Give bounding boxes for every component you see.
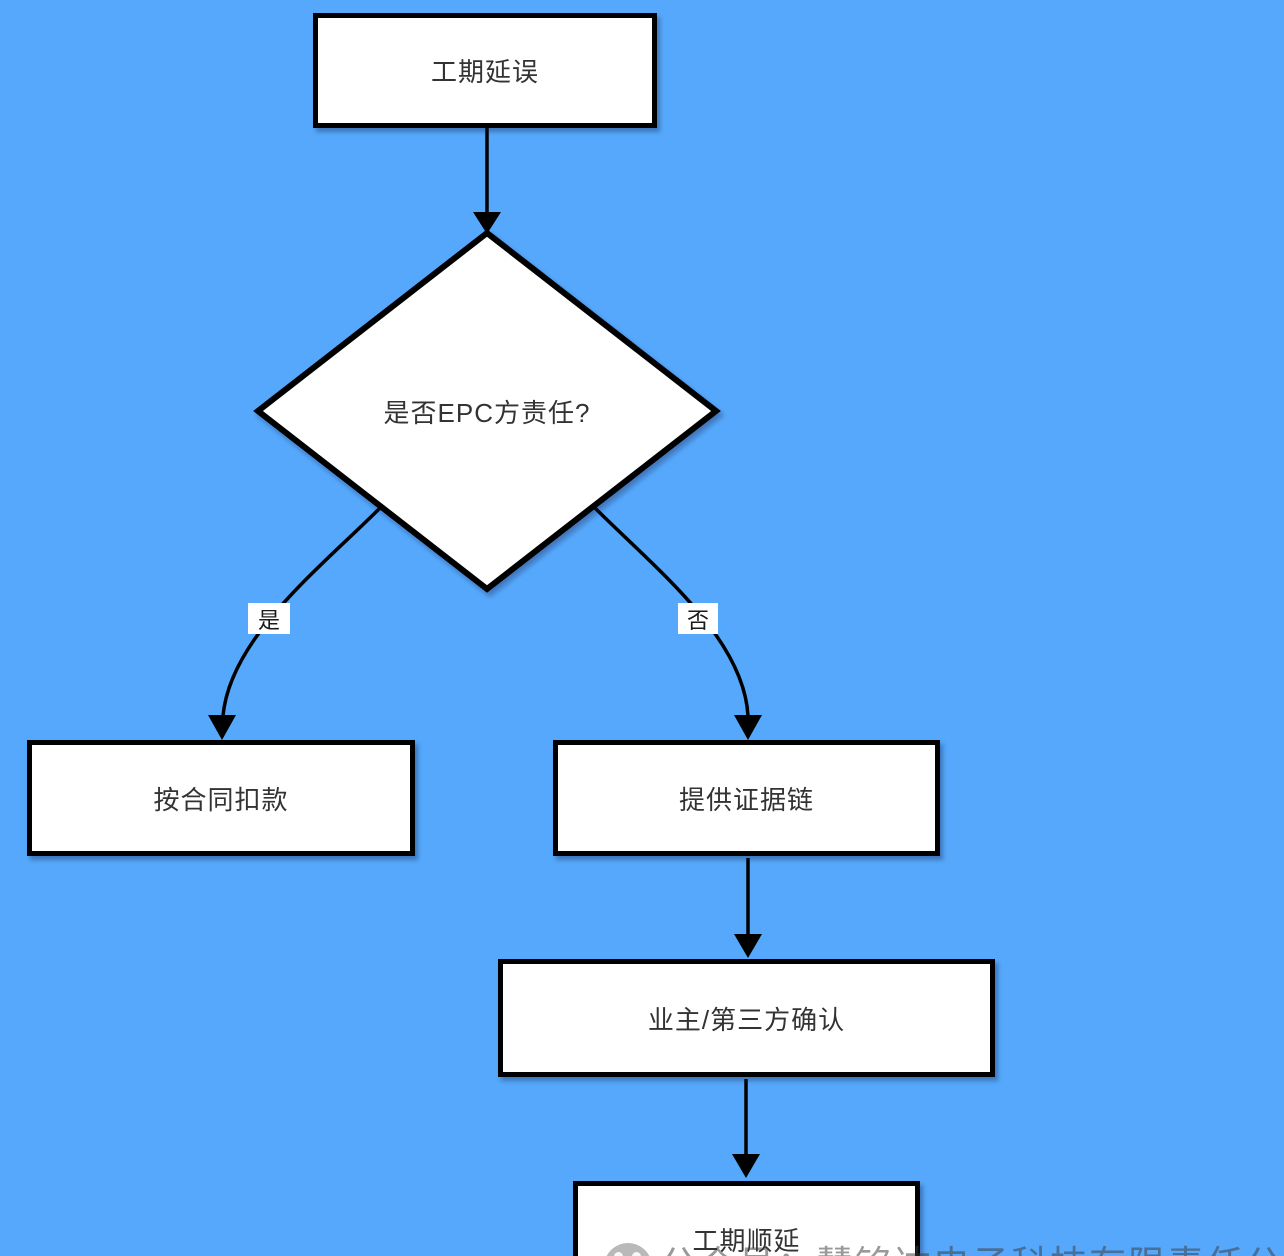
node-start: 工期延误 xyxy=(313,13,657,128)
arrowhead-down-icon xyxy=(208,715,236,740)
node-extend: 工期顺延 xyxy=(573,1181,920,1256)
edge-confirm-to-extend xyxy=(732,1079,760,1178)
edge-evidence-to-confirm xyxy=(734,858,762,958)
node-evidence: 提供证据链 xyxy=(553,740,940,856)
edge-decision-yes-to-deduct xyxy=(208,506,382,740)
edge-label-no: 否 xyxy=(678,603,718,634)
arrowhead-down-icon xyxy=(473,212,501,234)
node-confirm: 业主/第三方确认 xyxy=(498,959,995,1077)
arrowhead-down-icon xyxy=(732,1154,760,1178)
arrowhead-down-icon xyxy=(734,934,762,958)
edge-start-to-decision xyxy=(473,128,501,234)
edge-label-yes: 是 xyxy=(248,603,290,634)
node-deduct: 按合同扣款 xyxy=(27,740,415,856)
arrowhead-down-icon xyxy=(734,715,762,740)
decision-diamond-shape xyxy=(253,229,721,593)
